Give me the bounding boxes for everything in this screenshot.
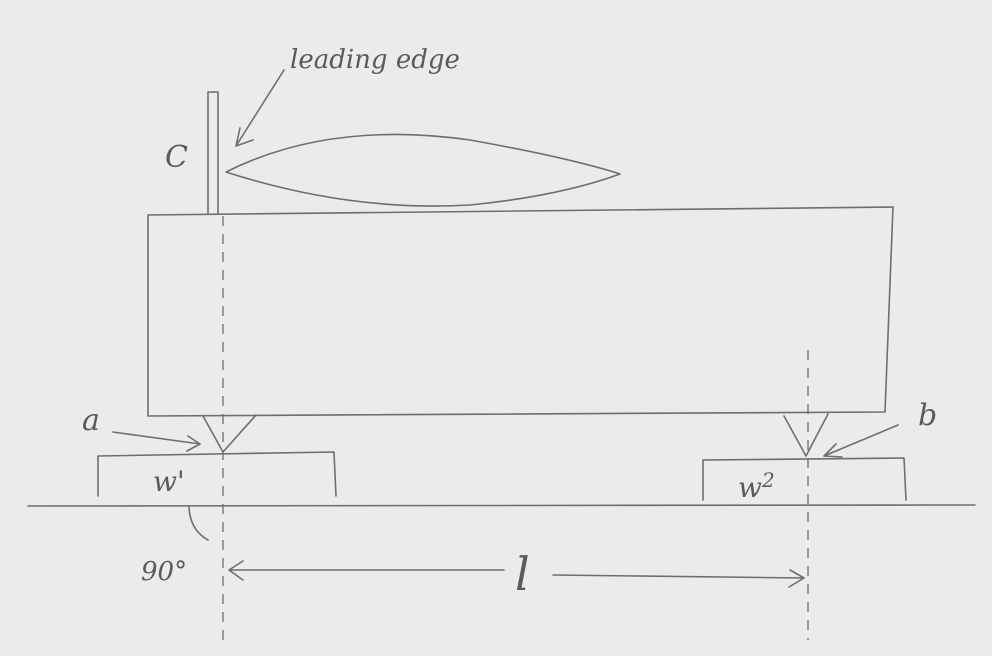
scale-w2 xyxy=(702,457,907,501)
label-b: b xyxy=(918,398,937,433)
label-w2: w2 xyxy=(738,468,775,504)
main-block xyxy=(147,206,894,417)
knife-edge-b xyxy=(783,413,829,457)
ground-line xyxy=(27,504,976,507)
arrow-a xyxy=(112,431,201,452)
length-arrow-right xyxy=(552,569,805,588)
label-leading-edge: leading edge xyxy=(290,45,460,75)
plate-c xyxy=(207,91,219,215)
scale-w1 xyxy=(97,451,337,497)
label-c: C xyxy=(165,140,188,175)
knife-edge-a xyxy=(202,414,257,453)
label-angle: 90° xyxy=(141,557,187,587)
length-arrow-left xyxy=(228,560,505,581)
airfoil xyxy=(225,133,621,207)
arrow-b xyxy=(823,424,899,458)
label-a: a xyxy=(82,403,100,438)
leading-edge-arrow xyxy=(235,69,285,147)
label-w1: w' xyxy=(153,465,185,498)
label-length: l xyxy=(515,547,530,601)
right-angle-arc xyxy=(188,506,209,541)
